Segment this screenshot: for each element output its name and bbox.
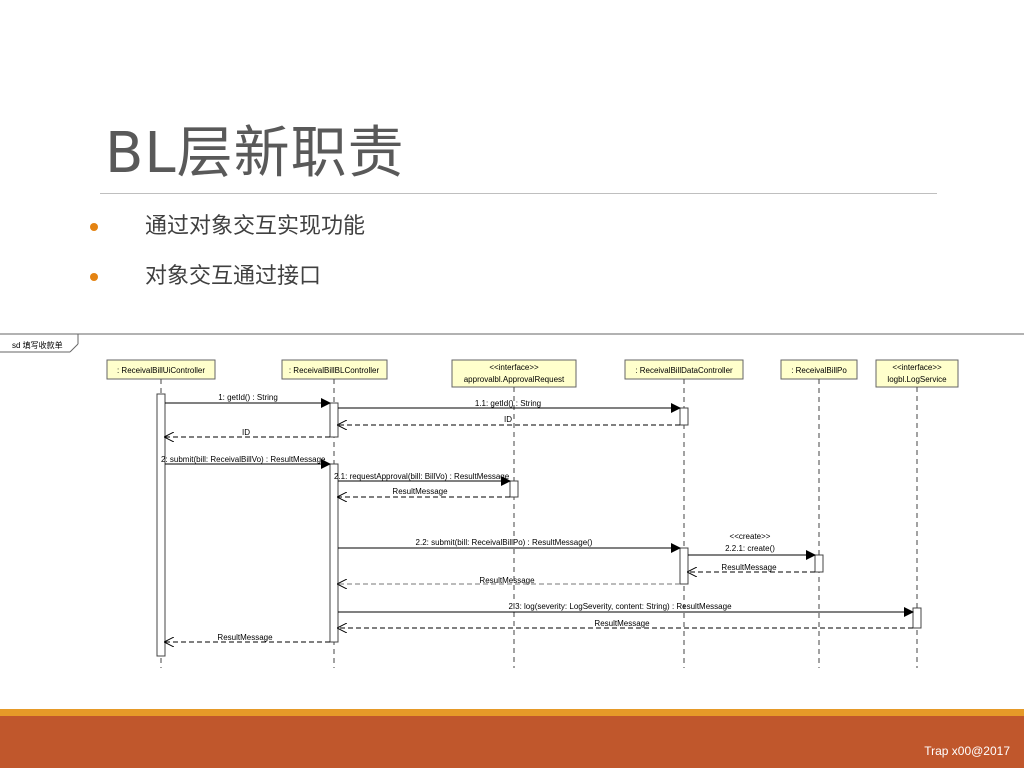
sequence-diagram: sd 填写收款单 : ReceivalBillUiController : Re… bbox=[0, 333, 1024, 668]
message-return-id-2: ID bbox=[165, 428, 330, 437]
message-label: ResultMessage bbox=[479, 576, 535, 585]
message-2-1: 2.1: requestApproval(bill: BillVo) : Res… bbox=[334, 472, 511, 486]
footer-accent-band bbox=[0, 709, 1024, 716]
message-return-data: ResultMessage bbox=[338, 576, 680, 585]
message-label: 1.1: getId() : String bbox=[475, 399, 541, 408]
bullet-text: 对象交互通过接口 bbox=[145, 264, 322, 289]
message-label: ResultMessage bbox=[217, 633, 273, 642]
message-return-bl: ResultMessage bbox=[165, 633, 330, 642]
message-label: ResultMessage bbox=[721, 563, 777, 572]
lifeline-head-appr: <<interface>> approvalbl.ApprovalRequest bbox=[451, 359, 577, 388]
activation-bl-2 bbox=[329, 463, 339, 643]
lifeline-head-data: : ReceivalBillDataController bbox=[624, 359, 744, 380]
lifeline-label: : ReceivalBillDataController bbox=[635, 366, 733, 375]
message-2-2: 2.2: submit(bill: ReceivalBillPo) : Resu… bbox=[338, 538, 681, 553]
activation-data-2 bbox=[679, 547, 689, 585]
bullet-item: 通过对象交互实现功能 bbox=[90, 206, 365, 256]
message-1-1: 1.1: getId() : String bbox=[338, 399, 681, 413]
message-label: ID bbox=[242, 428, 250, 437]
message-label: 2.2.1: create() bbox=[725, 544, 775, 553]
message-label: 2: submit(bill: ReceivalBillVo) : Result… bbox=[161, 455, 326, 464]
message-2-2-1: <<create>> 2.2.1: create() bbox=[688, 532, 816, 560]
diagram-frame-tag-slant bbox=[69, 343, 79, 353]
message-label: 2.2: submit(bill: ReceivalBillPo) : Resu… bbox=[416, 538, 593, 547]
message-2: 2: submit(bill: ReceivalBillVo) : Result… bbox=[161, 455, 331, 469]
lifeline-head-po: : ReceivalBillPo bbox=[780, 359, 858, 380]
diagram-frame-label: sd 填写收款单 bbox=[12, 340, 63, 350]
activation-log bbox=[912, 607, 922, 629]
message-label: 2.1: requestApproval(bill: BillVo) : Res… bbox=[334, 472, 510, 481]
bullet-item: 对象交互通过接口 bbox=[90, 256, 365, 306]
bullet-list: 通过对象交互实现功能 对象交互通过接口 bbox=[90, 206, 365, 306]
bullet-dot-icon bbox=[90, 223, 98, 231]
message-label: ResultMessage bbox=[594, 619, 650, 628]
activation-ui bbox=[156, 393, 166, 657]
lifeline-head-bl: : ReceivalBillBLController bbox=[281, 359, 388, 380]
lifeline-label: : ReceivalBillUiController bbox=[117, 366, 205, 375]
footer-band bbox=[0, 716, 1024, 768]
activation-bl-1 bbox=[329, 402, 339, 438]
message-return-log: ResultMessage bbox=[338, 619, 913, 628]
lifeline-head-ui: : ReceivalBillUiController bbox=[106, 359, 216, 380]
title-divider bbox=[100, 193, 937, 194]
message-label: 2.3: log(severity: LogSeverity, content:… bbox=[508, 602, 732, 611]
activation-appr bbox=[509, 480, 519, 498]
message-1: 1: getId() : String bbox=[165, 393, 331, 408]
activation-data-1 bbox=[679, 407, 689, 426]
lifeline-label: : ReceivalBillPo bbox=[791, 366, 847, 375]
lifeline-stereotype: <<interface>> bbox=[892, 363, 942, 372]
lifeline-head-log: <<interface>> logbl.LogService bbox=[875, 359, 959, 388]
message-return-appr: ResultMessage bbox=[338, 487, 510, 497]
message-return-po: ResultMessage bbox=[688, 563, 815, 572]
footer-text: Trap x00@2017 bbox=[924, 744, 1010, 758]
message-stereotype: <<create>> bbox=[730, 532, 771, 541]
lifeline-label: approvalbl.ApprovalRequest bbox=[464, 375, 565, 384]
message-label: ID bbox=[504, 415, 512, 424]
message-2-3: 2.3: log(severity: LogSeverity, content:… bbox=[338, 602, 914, 617]
slide-title: BL层新职责 bbox=[105, 121, 405, 186]
lifeline-label: : ReceivalBillBLController bbox=[289, 366, 380, 375]
lifeline-stereotype: <<interface>> bbox=[489, 363, 539, 372]
message-return-id-1: ID bbox=[338, 415, 680, 425]
bullet-text: 通过对象交互实现功能 bbox=[145, 214, 366, 239]
activation-po bbox=[814, 554, 824, 573]
bullet-dot-icon bbox=[90, 273, 98, 281]
message-label: ResultMessage bbox=[392, 487, 448, 496]
lifeline-label: logbl.LogService bbox=[887, 375, 947, 384]
message-label: 1: getId() : String bbox=[218, 393, 278, 402]
